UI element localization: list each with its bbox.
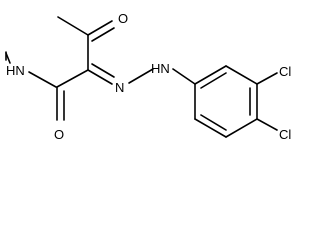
atom-nh-hydrazone: HN (151, 61, 170, 76)
ring-bond-5 (194, 118, 227, 138)
bond-ccentral-n-2 (91, 63, 115, 78)
atom-o-amide: O (54, 127, 64, 142)
bond-lines (5, 16, 278, 138)
ring-bond-5-inner (200, 114, 227, 131)
bond-camide-ccentral (56, 69, 89, 88)
bond-cacetyl-o-2 (91, 27, 115, 42)
ring-bond-1 (194, 65, 227, 85)
atom-o-ketone: O (118, 11, 128, 26)
atom-cl-para: Cl (279, 127, 291, 142)
bond-ring-cl-para (256, 118, 278, 131)
ring-bond-4 (225, 118, 258, 138)
structure-canvas: O HN N HN Cl Cl O (5, 11, 291, 142)
bond-nh-ring (172, 68, 196, 85)
bond-cacetyl-o (87, 20, 113, 36)
bond-ring-cl-meta (256, 72, 278, 85)
bond-methyl-to-n (5, 52, 11, 64)
molecule-structure: O HN N HN Cl Cl O (5, 11, 291, 142)
bond-nh-camide (28, 71, 57, 88)
ring-bond-1-inner (200, 72, 227, 89)
ring-bond-2 (225, 65, 258, 85)
atom-n-hydrazone: N (115, 80, 124, 95)
atom-labels: O HN N HN Cl Cl O (6, 11, 291, 142)
atom-cl-meta: Cl (279, 64, 291, 79)
bond-cacetyl-methyl (57, 16, 89, 36)
bond-n-nh (128, 68, 154, 84)
bond-ccentral-n (87, 69, 113, 85)
atom-nh-amide: HN (6, 63, 25, 78)
